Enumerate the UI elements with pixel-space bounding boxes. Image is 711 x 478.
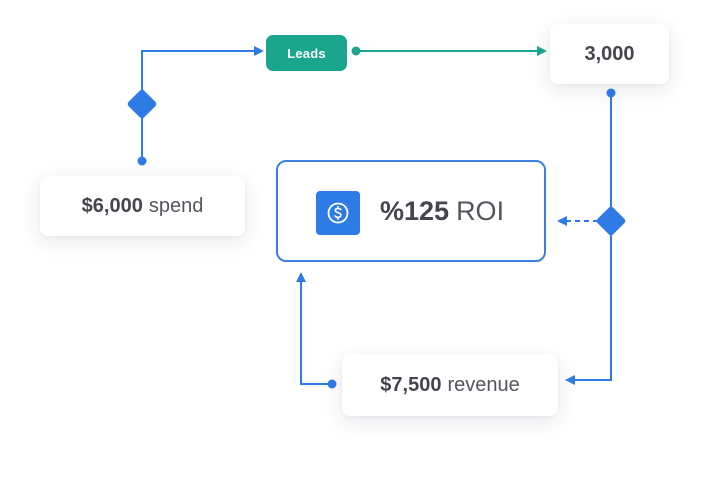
- roi-box: %125 ROI: [276, 160, 546, 262]
- revenue-connector-dot: [327, 379, 337, 389]
- dollar-coin-icon: [316, 191, 360, 235]
- leads-count-value: 3,000: [584, 42, 635, 65]
- spend-decision-diamond: [127, 89, 157, 119]
- spend-card: $6,000 spend: [40, 176, 245, 236]
- roi-decision-diamond: [596, 206, 626, 236]
- leads-count-card: 3,000: [550, 24, 669, 84]
- spend-to-leads-connector: [141, 46, 264, 160]
- spend-amount: $6,000: [81, 194, 143, 217]
- roi-text: %125 ROI: [380, 162, 504, 260]
- leads-connector-dot: [351, 46, 361, 56]
- roi-value: %125: [380, 195, 450, 226]
- count-to-revenue-connector: [565, 93, 612, 385]
- revenue-amount: $7,500: [380, 373, 442, 396]
- count-connector-dot: [606, 88, 616, 98]
- revenue-card: $7,500 revenue: [342, 354, 558, 416]
- revenue-label: revenue: [447, 373, 520, 396]
- roi-label: ROI: [456, 195, 505, 226]
- spend-connector-dot: [137, 156, 147, 166]
- spend-label: spend: [148, 194, 204, 217]
- leads-pill: Leads: [266, 35, 347, 71]
- leads-label: Leads: [287, 45, 326, 61]
- revenue-to-roi-connector: [296, 272, 331, 385]
